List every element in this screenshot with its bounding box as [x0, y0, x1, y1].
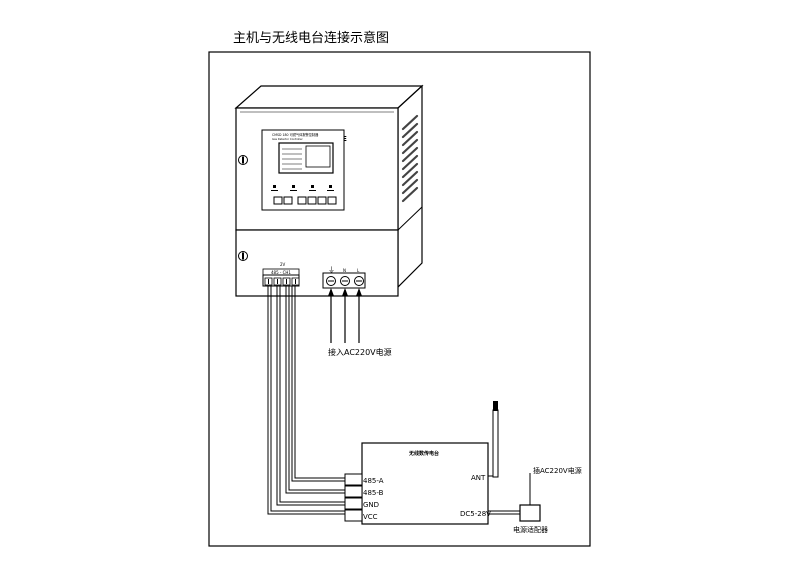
key-button [327, 196, 337, 205]
cabinet-front-lower [235, 229, 399, 297]
key-button [317, 196, 327, 205]
radio-ant-label: ANT [471, 474, 486, 482]
lock-icon [238, 155, 248, 165]
key-button [283, 196, 293, 205]
indicator-lights [271, 185, 334, 191]
power-terminal-label-n: N [343, 268, 346, 273]
radio-port-vcc: VCC [363, 513, 378, 521]
keypad [273, 196, 337, 205]
comm-terminal-screws [264, 277, 300, 286]
radio-port-gnd: GND [363, 501, 379, 509]
screen-header-line1: CMSD 180 可燃气体报警控制器 [272, 132, 319, 137]
radio-power-label: DC5-28V [460, 510, 491, 518]
key-button [273, 196, 283, 205]
radio-port-485a: 485-A [363, 477, 384, 485]
key-button [297, 196, 307, 205]
antenna-icon [488, 401, 499, 478]
side-vents [401, 114, 419, 203]
power-adapter [519, 473, 541, 522]
radio-port-485b: 485-B [363, 489, 384, 497]
cabinet-top [234, 85, 424, 109]
comm-group-label: 2V [280, 262, 286, 267]
power-terminal-label-pe: ⏚ [328, 266, 335, 274]
screen-header-line2: Gas Detector Controller [272, 137, 304, 141]
radio-body [361, 442, 489, 525]
power-terminal-screws [326, 276, 364, 286]
mains-input-wires [328, 288, 362, 343]
radio-port-blocks [344, 473, 363, 522]
adapter-label: 电源适配器 [513, 525, 548, 534]
main-unit: CE CMSD 180 可燃气体报警控制器 Gas Detector Contr… [234, 84, 424, 297]
adapter-input-label: 插AC220V电源 [533, 466, 582, 475]
power-input-label: 接入AC220V电源 [328, 347, 392, 357]
key-button [307, 196, 317, 205]
power-terminal-label-l: L [357, 268, 360, 273]
cabinet-side-split [397, 206, 423, 231]
rs485-cable [267, 286, 345, 515]
outer-frame [208, 51, 591, 547]
radio-title: 无线数传电台 [408, 450, 439, 457]
lcd-inner-window [305, 145, 331, 168]
lcd-text-rows [282, 148, 302, 170]
lock-icon [238, 251, 248, 261]
adapter-body [519, 504, 541, 522]
radio-unit: 无线数传电台 485-A 485-B GND VCC ANT DC5-28V [344, 442, 491, 525]
comm-terminal-header-label: 485 - CH1 [271, 270, 291, 275]
diagram-title: 主机与无线电台连接示意图 [233, 31, 390, 46]
dc-cable [488, 510, 520, 515]
